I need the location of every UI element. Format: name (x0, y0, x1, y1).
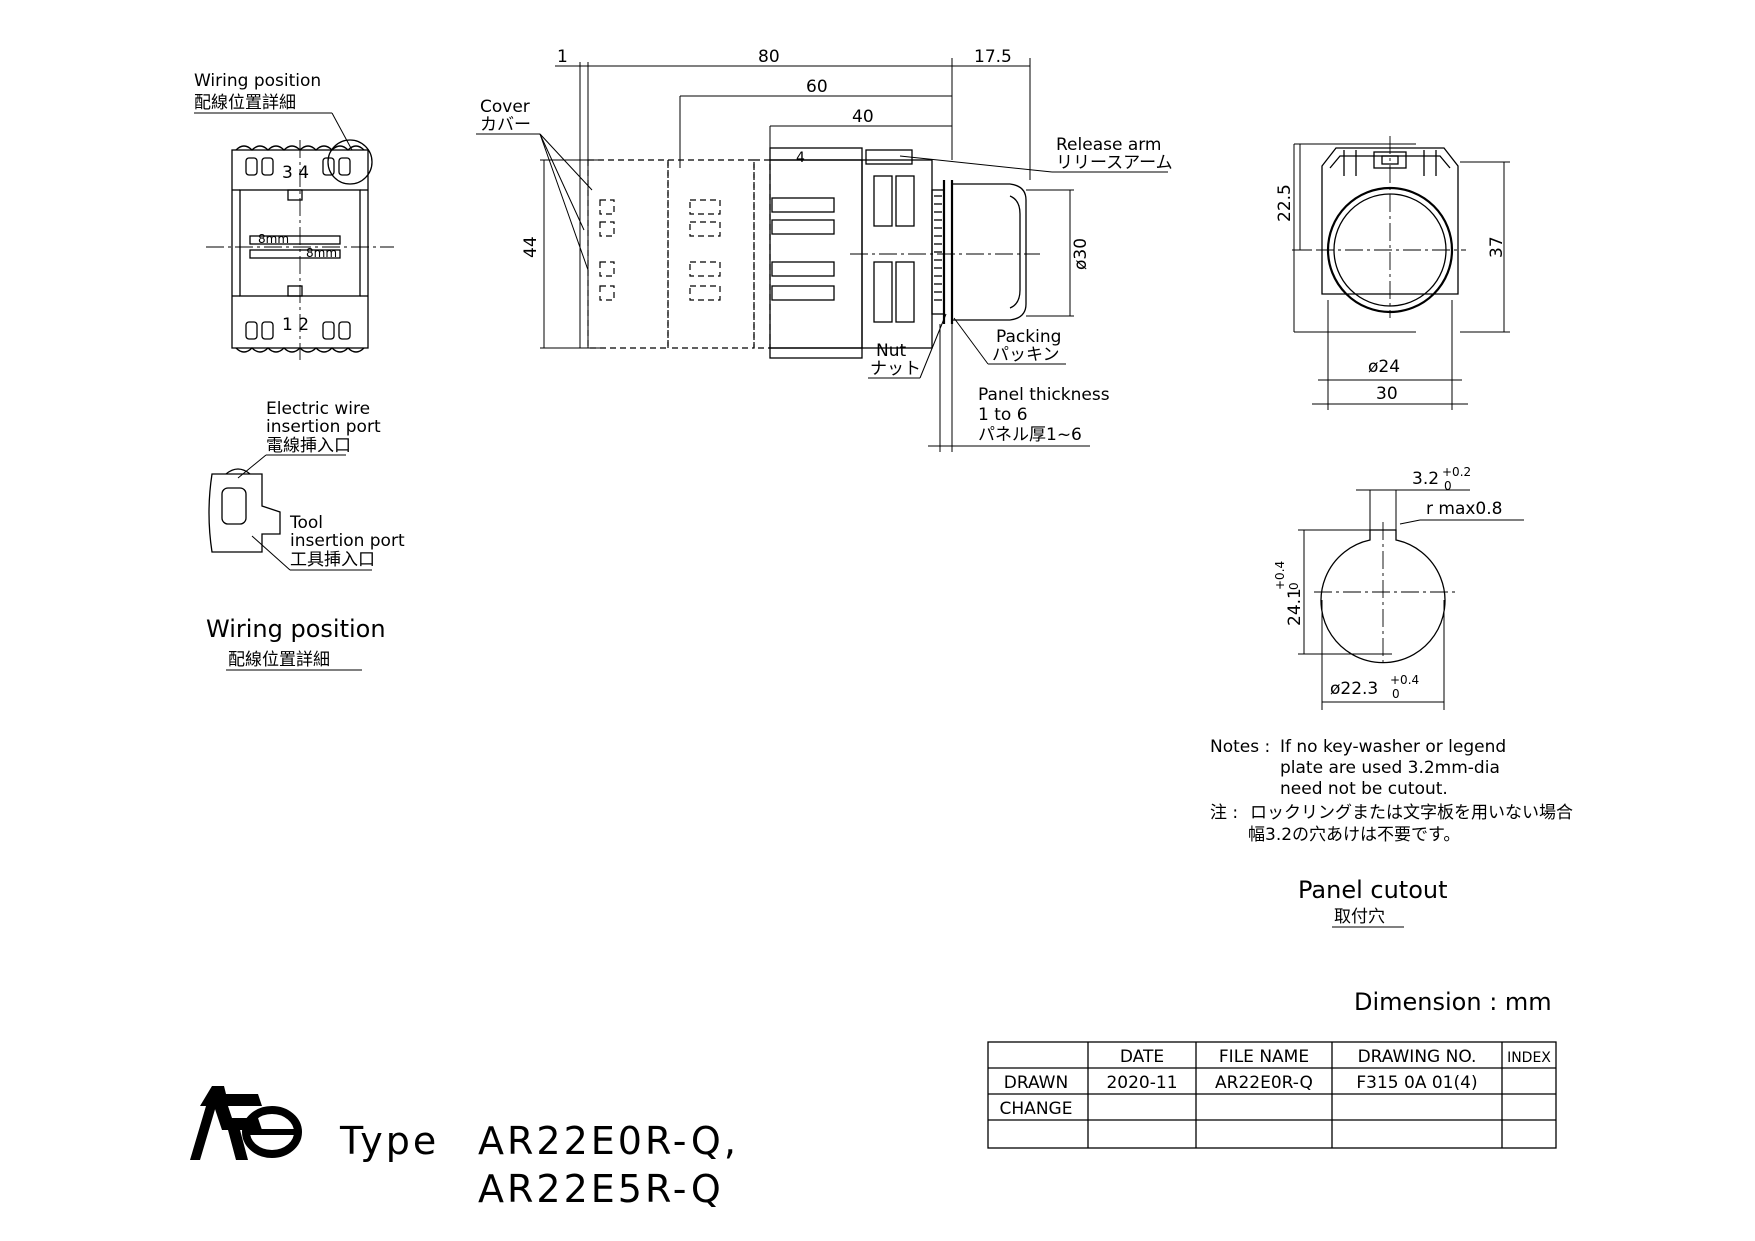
cutout-dia-tol: +0.4 (1390, 673, 1419, 687)
nut-label-ja: ナット (870, 359, 921, 379)
model-2: AR22E5R-Q (478, 1167, 724, 1211)
cutout-width-tol: +0.2 (1442, 465, 1471, 479)
packing-label-en: Packing (996, 327, 1061, 347)
panel-thickness-label-en2: 1 to 6 (978, 405, 1028, 425)
port-detail (208, 468, 281, 553)
dim-dia30: ø30 (1071, 238, 1091, 270)
wiring-view: Wiring position 配線位置詳細 (194, 71, 405, 671)
cutout-width: 3.2 (1412, 469, 1439, 489)
cutout-radius: r max0.8 (1426, 499, 1502, 519)
dim-80: 80 (758, 47, 780, 67)
cutout-height: 24.1 (1285, 588, 1305, 626)
title-block: DATE FILE NAME DRAWING NO. INDEX DRAWN 2… (987, 1041, 1557, 1149)
wire-port-label-en1: Electric wire (266, 399, 370, 419)
dim-44: 44 (521, 236, 541, 258)
dim-1: 1 (557, 47, 568, 67)
dim-22-5: 22.5 (1275, 184, 1295, 222)
release-arm-label-ja: リリースアーム (1056, 153, 1173, 173)
panel-thickness-label-en1: Panel thickness (978, 385, 1110, 405)
packing-label-ja: パッキン (992, 345, 1060, 365)
cutout-width-tol-low: 0 (1444, 479, 1452, 493)
side-view: 1 80 17.5 60 40 44 (476, 47, 1173, 452)
terminal-numbers-top: 3 4 (282, 163, 309, 183)
dim-60: 60 (806, 77, 828, 97)
notes-line1: If no key-washer or legend (1280, 737, 1506, 757)
tool-port-label-en1: Tool (289, 513, 323, 533)
fe-logo (190, 1086, 302, 1160)
release-arm-label-en: Release arm (1056, 135, 1162, 155)
wiring-top-label-ja: 配線位置詳細 (194, 93, 296, 113)
cutout-shape (1320, 529, 1446, 664)
row-drawn-file: AR22E0R-Q (1215, 1073, 1313, 1093)
header-drawing-no: DRAWING NO. (1358, 1047, 1477, 1067)
cutout-dia: ø22.3 (1330, 679, 1378, 699)
strip-gauge-label-top: 8mm (258, 232, 289, 246)
row-change-label: CHANGE (1000, 1099, 1073, 1119)
detail-circle (327, 139, 373, 185)
model-1: AR22E0R-Q, (478, 1119, 739, 1163)
terminal-numbers-bottom: 1 2 (282, 315, 309, 335)
cutout-height-tol-low: 0 (1287, 582, 1301, 590)
panel-thickness-label-ja: パネル厚1~6 (978, 425, 1082, 445)
operator-unit: ø30 (850, 149, 1091, 349)
contact-block: 4 (769, 147, 863, 359)
notes-ja-line2: 幅3.2の穴あけは不要です。 (1248, 825, 1460, 845)
notes-line3: need not be cutout. (1280, 779, 1448, 799)
front-body (1316, 136, 1466, 318)
header-date: DATE (1120, 1047, 1164, 1067)
row-drawn-date: 2020-11 (1106, 1073, 1177, 1093)
header-index: INDEX (1507, 1050, 1551, 1066)
notes-ja-prefix: 注 : (1210, 803, 1238, 823)
terminal-block-front: 8mm 8mm 3 4 1 2 (206, 140, 394, 360)
cutout-caption-ja: 取付穴 (1334, 907, 1385, 927)
tool-port-label-en2: insertion port (290, 531, 405, 551)
strip-gauge-label-bottom: 8mm (306, 246, 337, 260)
notes: Notes : If no key-washer or legend plate… (1210, 737, 1573, 845)
wiring-caption-ja: 配線位置詳細 (228, 650, 330, 670)
dim-40: 40 (852, 107, 874, 127)
type-label: Type (339, 1119, 439, 1163)
dim-dia24: ø24 (1368, 357, 1400, 377)
wire-port-label-ja: 電線挿入口 (266, 436, 351, 456)
row-drawn-drawing: F315 0A 01(4) (1356, 1073, 1477, 1093)
wire-port-label-en2: insertion port (266, 417, 381, 437)
wiring-top-label-en: Wiring position (194, 71, 321, 91)
header-file-name: FILE NAME (1219, 1047, 1309, 1067)
cutout-caption-en: Panel cutout (1298, 876, 1448, 904)
dim-30: 30 (1376, 384, 1398, 404)
notes-ja-line1: ロックリングまたは文字板を用いない場合 (1250, 803, 1573, 823)
cover-label-ja: カバー (480, 115, 531, 135)
front-view: 22.5 37 ø24 30 (1275, 136, 1510, 410)
block-number: 4 (796, 150, 805, 166)
notes-prefix: Notes : (1210, 737, 1270, 757)
dim-17-5: 17.5 (974, 47, 1012, 67)
cutout-dia-tol-low: 0 (1392, 687, 1400, 701)
cutout-height-tol: +0.4 (1273, 561, 1287, 590)
nut-label-en: Nut (876, 341, 906, 361)
notes-line2: plate are used 3.2mm-dia (1280, 758, 1500, 778)
wiring-caption-en: Wiring position (206, 615, 386, 643)
units-label: Dimension : mm (1354, 988, 1552, 1016)
panel-cutout-view: 3.2 +0.2 0 r max0.8 24.1 +0.4 0 ø22.3 +0… (1273, 465, 1524, 710)
dashed-blocks (587, 159, 771, 349)
dim-37: 37 (1487, 236, 1507, 258)
tool-port-label-ja: 工具挿入口 (290, 550, 375, 570)
cover-label-en: Cover (480, 97, 530, 117)
row-drawn-label: DRAWN (1004, 1073, 1068, 1093)
